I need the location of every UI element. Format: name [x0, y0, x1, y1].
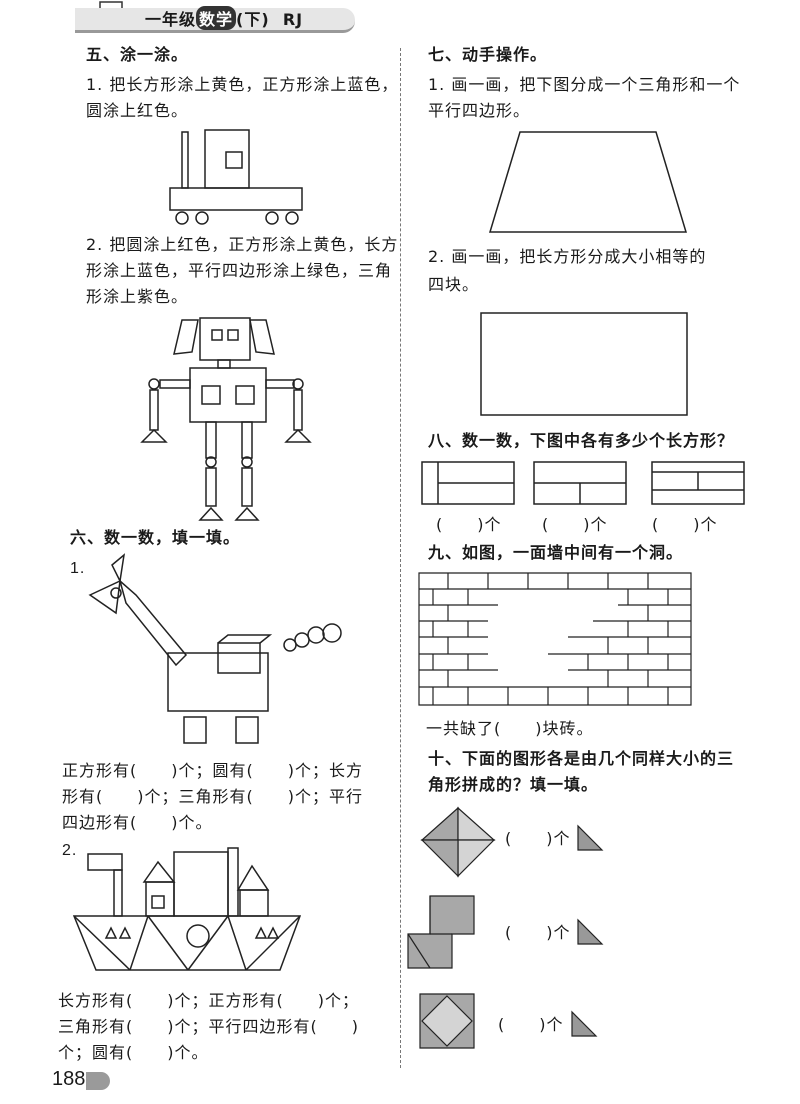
step-figure — [406, 892, 486, 972]
term-text: (下) — [236, 10, 270, 29]
trapezoid-figure — [488, 130, 688, 234]
robot-figure — [130, 314, 310, 524]
square-diamond-figure — [418, 992, 478, 1052]
s8-blank-3: ( )个 — [652, 515, 718, 534]
s7-q2-line2: 四块。 — [428, 275, 480, 294]
s5-q2-line3: 形涂上紫色。 — [86, 287, 189, 306]
edition-text: RJ — [282, 10, 304, 29]
small-triangle-icon — [576, 918, 604, 946]
boat-figure — [70, 842, 310, 982]
column-divider — [400, 48, 401, 1068]
s6-q1-line1: 正方形有( )个；圆有( )个；长方 — [62, 761, 363, 780]
s10-title-line2: 角形拼成的？填一填。 — [428, 775, 599, 794]
s7-q2-line1: 2. 画一画，把长方形分成大小相等的 — [428, 247, 707, 266]
small-triangle-icon — [570, 1010, 598, 1038]
page-number: 188 — [52, 1068, 86, 1090]
s8-blank-1: ( )个 — [436, 515, 502, 534]
s8-blank-2: ( )个 — [542, 515, 608, 534]
s7-q1-line1: 1. 画一画，把下图分成一个三角形和一个 — [428, 75, 741, 94]
s5-q1-line2: 圆涂上红色。 — [86, 101, 189, 120]
s6-q2-line2: 三角形有( )个；平行四边形有( ) — [58, 1017, 359, 1036]
small-triangle-icon — [576, 824, 604, 852]
s6-q2-label: 2. — [62, 842, 78, 859]
section-5-title: 五、涂一涂。 — [86, 45, 189, 64]
rectangles-count-figures — [420, 460, 750, 508]
s10-blank-3: ( )个 — [498, 1015, 564, 1034]
pencil-notebook-icon — [0, 0, 80, 40]
s7-q1-line2: 平行四边形。 — [428, 101, 531, 120]
animal-figure — [80, 555, 350, 750]
header-banner: 一年级数学(下) RJ — [0, 0, 360, 40]
section-7-title: 七、动手操作。 — [428, 45, 548, 64]
s5-q1-line1: 1. 把长方形涂上黄色，正方形涂上蓝色， — [86, 75, 399, 94]
s6-q1-label: 1. — [70, 560, 86, 577]
brick-wall-figure — [418, 572, 692, 706]
subject-badge: 数学 — [196, 6, 237, 30]
grade-text: 一年级 — [145, 10, 197, 29]
s10-blank-1: ( )个 — [505, 829, 571, 848]
s5-q2-line2: 形涂上蓝色，平行四边形涂上绿色，三角 — [86, 261, 393, 280]
s6-q2-line3: 个；圆有( )个。 — [58, 1043, 209, 1062]
s6-q2-line1: 长方形有( )个；正方形有( )个； — [58, 991, 359, 1010]
pinwheel-figure — [420, 806, 500, 878]
rectangle-figure — [480, 312, 690, 418]
section-9-title: 九、如图，一面墙中间有一个洞。 — [428, 543, 684, 562]
section-6-title: 六、数一数，填一填。 — [70, 528, 241, 547]
s10-title-line1: 十、下面的图形各是由几个同样大小的三 — [428, 749, 735, 768]
s6-q1-line3: 四边形有( )个。 — [62, 813, 213, 832]
truck-figure — [160, 120, 320, 230]
s6-q1-line2: 形有( )个；三角形有( )个；平行 — [62, 787, 363, 806]
s10-blank-2: ( )个 — [505, 923, 571, 942]
s9-answer: 一共缺了( )块砖。 — [426, 719, 594, 738]
section-8-title: 八、数一数，下图中各有多少个长方形？ — [428, 431, 735, 450]
s5-q2-line1: 2. 把圆涂上红色，正方形涂上黄色，长方 — [86, 235, 399, 254]
page-number-tab — [86, 1072, 110, 1090]
